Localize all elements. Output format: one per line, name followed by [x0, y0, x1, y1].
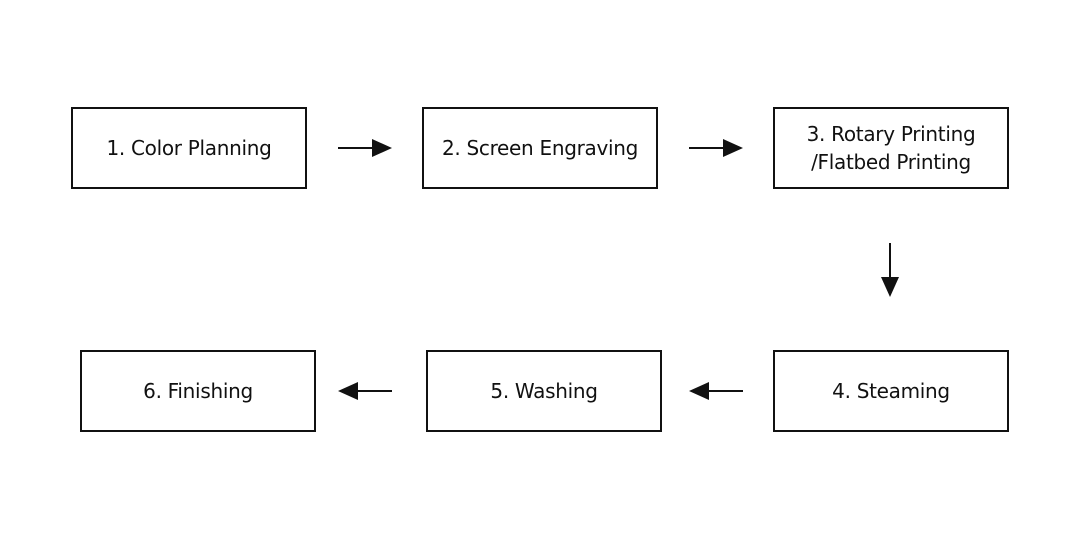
- step-box-screen-engraving: 2. Screen Engraving: [422, 107, 658, 189]
- step-box-steaming: 4. Steaming: [773, 350, 1009, 432]
- step-label: 3. Rotary Printing /Flatbed Printing: [806, 122, 976, 174]
- step-box-color-planning: 1. Color Planning: [71, 107, 307, 189]
- step-label: 2. Screen Engraving: [441, 136, 639, 160]
- arrow-left-icon: [689, 382, 743, 400]
- arrow-down-icon: [881, 243, 899, 297]
- arrow-right-icon: [338, 139, 392, 157]
- step-box-printing: 3. Rotary Printing /Flatbed Printing: [773, 107, 1009, 189]
- arrow-right-icon: [689, 139, 743, 157]
- step-label: 6. Finishing: [143, 379, 253, 403]
- step-box-finishing: 6. Finishing: [80, 350, 316, 432]
- step-box-washing: 5. Washing: [426, 350, 662, 432]
- arrow-left-icon: [338, 382, 392, 400]
- step-label: 5. Washing: [490, 379, 598, 403]
- step-label: 1. Color Planning: [106, 136, 272, 160]
- step-label: 4. Steaming: [832, 379, 950, 403]
